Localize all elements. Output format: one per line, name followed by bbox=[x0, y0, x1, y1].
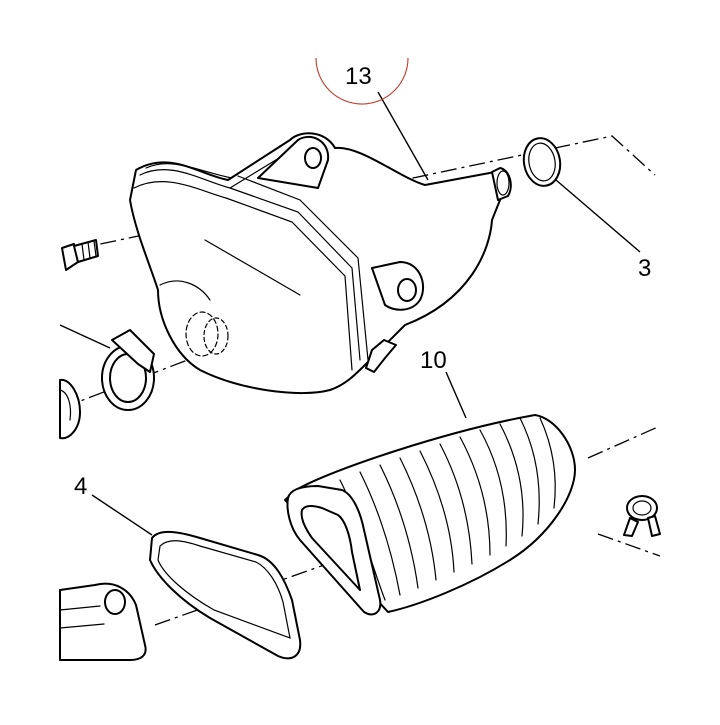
callout-o-ring-label: 3 bbox=[638, 255, 651, 282]
hose-clamp bbox=[101, 329, 155, 411]
highlight-circle bbox=[315, 57, 409, 105]
callout-gasket-label: 4 bbox=[74, 473, 87, 500]
air-box-housing bbox=[129, 132, 512, 395]
cropped-part-bottom-left bbox=[59, 582, 147, 661]
air-filter bbox=[284, 414, 576, 616]
gasket-seal bbox=[149, 531, 302, 660]
leader-lines bbox=[91, 91, 641, 536]
callout-air-box-label: 13 bbox=[345, 63, 372, 90]
o-ring bbox=[522, 137, 562, 187]
spring-clip bbox=[623, 495, 661, 537]
mounting-bolt bbox=[61, 239, 99, 271]
cropped-part-left bbox=[59, 324, 111, 440]
callout-air-filter-label: 10 bbox=[420, 347, 447, 374]
